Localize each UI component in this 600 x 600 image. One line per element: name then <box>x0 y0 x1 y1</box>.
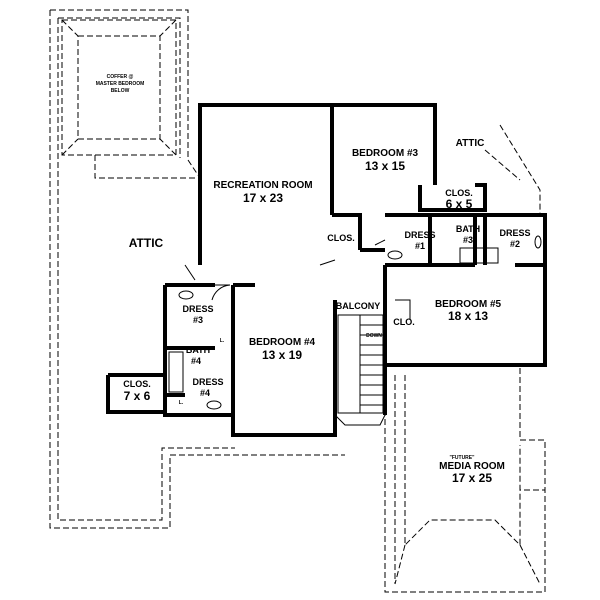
media-room-name: MEDIA ROOM <box>439 461 505 472</box>
attic-outline-left-inner <box>57 17 235 521</box>
bath3-walls <box>385 213 547 267</box>
coffer-note-line2: MASTER BEDROOM <box>96 81 145 87</box>
sink-icon <box>387 250 403 260</box>
bedroom5-name: BEDROOM #5 <box>435 299 502 310</box>
coffer-hips <box>61 19 200 179</box>
dress4-name: DRESS <box>192 377 223 387</box>
sink-icon <box>206 400 222 410</box>
coffer-note-line1: COFFER @ <box>107 74 134 80</box>
coffer-box <box>61 19 177 156</box>
closet-b3-size: 6 x 5 <box>446 197 473 211</box>
attic-right-label: ATTIC <box>456 138 485 149</box>
dress3-walls <box>163 283 233 417</box>
dress4-num: #4 <box>200 388 210 398</box>
linen-label: L. <box>179 400 184 406</box>
dress2-name: DRESS <box>499 228 530 238</box>
linen-label: L. <box>220 338 225 344</box>
bathtub-icon <box>459 247 499 264</box>
media-future-label: "FUTURE" <box>449 455 475 461</box>
dress1-name: DRESS <box>404 230 435 240</box>
dress3-num: #3 <box>193 315 203 325</box>
recreation-room-walls <box>198 103 334 265</box>
closet-76-walls <box>106 373 165 414</box>
dress2-num: #2 <box>510 239 520 249</box>
bedroom4-name: BEDROOM #4 <box>249 337 316 348</box>
stairs-down-label: DOWN <box>366 333 382 339</box>
bedroom5-size: 18 x 13 <box>448 309 488 323</box>
bedroom4-walls <box>231 283 337 437</box>
closet-76-size: 7 x 6 <box>124 389 151 403</box>
coffer-inner <box>77 35 161 140</box>
closet-rec-label: CLOS. <box>327 233 355 243</box>
bedroom3-name: BEDROOM #3 <box>352 148 419 159</box>
stair-treads <box>359 315 383 413</box>
balcony-label: BALCONY <box>336 301 381 311</box>
bedroom3-size: 13 x 15 <box>365 159 405 173</box>
bath3-name: BATH <box>456 224 480 234</box>
bedroom3-walls <box>332 103 437 250</box>
recreation-room-size: 17 x 23 <box>243 191 283 205</box>
bath4-num: #4 <box>191 356 201 366</box>
dress1-num: #1 <box>415 241 425 251</box>
bathtub-icon <box>168 351 184 393</box>
closet-b5-label: CLO. <box>393 317 415 327</box>
closet-76-name: CLOS. <box>123 379 151 389</box>
media-room-bay <box>520 439 546 491</box>
bay-window <box>334 414 386 426</box>
recreation-room-name: RECREATION ROOM <box>213 180 312 191</box>
sink-icon <box>534 235 542 249</box>
door-swing <box>184 239 411 320</box>
media-room-size: 17 x 25 <box>452 471 492 485</box>
media-room-outline <box>384 365 546 593</box>
sink-icon <box>178 290 194 300</box>
attic-left-label: ATTIC <box>129 236 164 250</box>
dress3-name: DRESS <box>182 304 213 314</box>
coffer-note-line3: BELOW <box>111 88 130 94</box>
bath4-name: BATH <box>186 345 210 355</box>
bath3-num: #3 <box>463 235 473 245</box>
bedroom4-size: 13 x 19 <box>262 348 302 362</box>
closet-b3-walls <box>418 183 487 212</box>
closet-b3-name: CLOS. <box>445 188 473 198</box>
attic-outline-left <box>49 9 345 529</box>
